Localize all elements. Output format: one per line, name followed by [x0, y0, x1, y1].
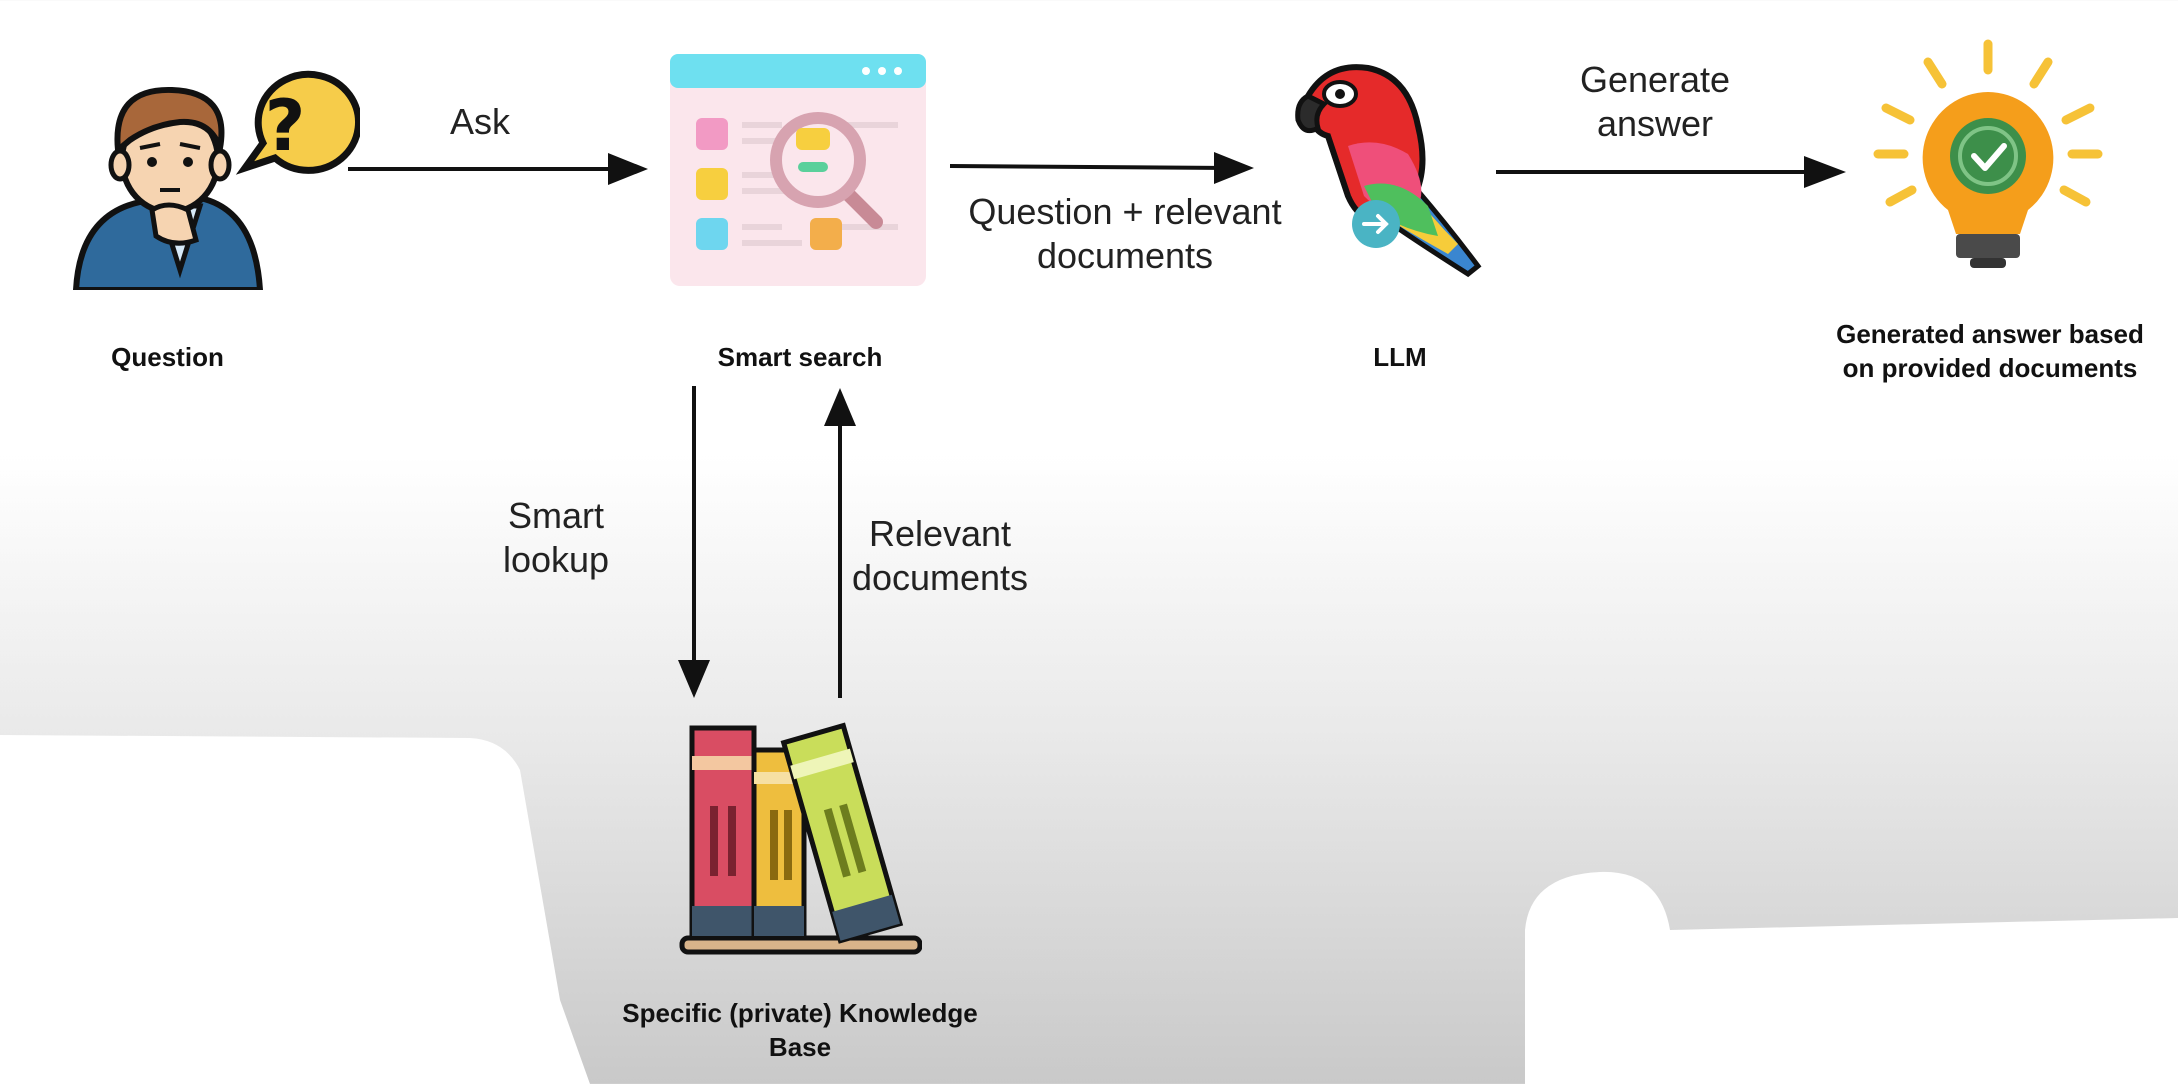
knowledge-base-label-line2: Base	[768, 1032, 832, 1062]
search-window-icon	[670, 54, 926, 286]
generate-line2: answer	[1596, 103, 1714, 144]
generate-edge-label: Generate answer	[1540, 58, 1770, 146]
lightbulb-check-icon	[1873, 39, 2103, 268]
knowledge-base-label: Specific (private) Knowledge Base	[580, 996, 1020, 1064]
answer-label-line2: on provided documents	[1842, 353, 2138, 383]
question-label: Question	[111, 342, 224, 372]
left-white-blob	[0, 735, 590, 1084]
question-bubble-icon: ?	[235, 70, 360, 175]
question-docs-edge-label: Question + relevant documents	[940, 190, 1310, 278]
question-docs-arrow	[949, 152, 1254, 184]
ask-edge-label: Ask	[449, 101, 510, 142]
relevant-arrow	[824, 388, 856, 698]
thinking-person-icon: ?	[72, 70, 360, 290]
right-white-blob	[1525, 871, 2178, 1084]
answer-label: Generated answer based on provided docum…	[1800, 317, 2178, 385]
relevant-line2: documents	[851, 557, 1029, 598]
parrot-icon	[1295, 64, 1482, 278]
lookup-line1: Smart	[507, 495, 604, 536]
ask-arrow	[348, 153, 648, 185]
lookup-line2: lookup	[502, 539, 610, 580]
knowledge-base-label-line1: Specific (private) Knowledge	[622, 998, 978, 1028]
books-icon	[679, 722, 922, 955]
generate-arrow	[1496, 156, 1846, 188]
question-docs-line2: documents	[1036, 235, 1214, 276]
lookup-arrow	[678, 386, 710, 698]
svg-text:?: ?	[265, 85, 306, 167]
question-docs-line1: Question + relevant	[968, 191, 1282, 232]
llm-label: LLM	[1373, 342, 1427, 372]
smart-search-label: Smart search	[717, 342, 883, 372]
relevant-edge-label: Relevant documents	[840, 512, 1040, 600]
generate-line1: Generate	[1579, 59, 1731, 100]
answer-label-line1: Generated answer based	[1836, 319, 2144, 349]
relevant-line1: Relevant	[868, 513, 1012, 554]
lookup-edge-label: Smart lookup	[476, 494, 636, 582]
